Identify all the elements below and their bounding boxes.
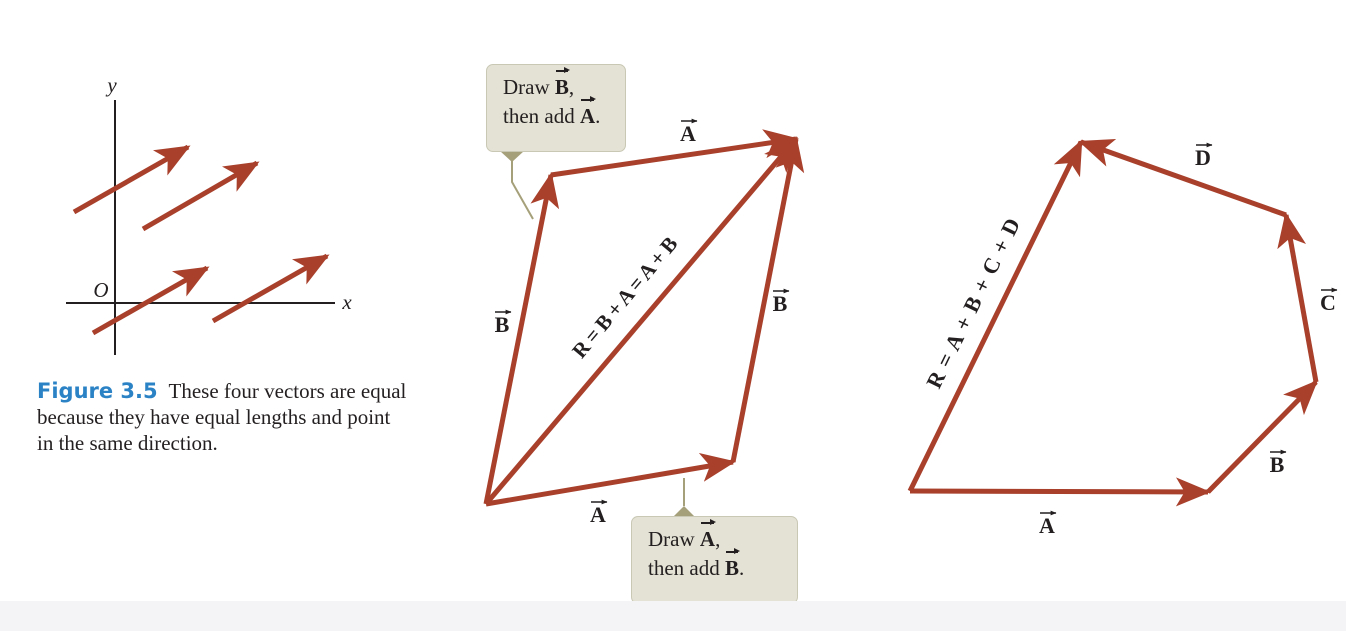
callout-2-punct: ,: [715, 527, 721, 551]
vector-A-bottom: [485, 453, 736, 507]
callout-2-punct-2: .: [739, 556, 745, 580]
callout-1-text: Draw: [503, 75, 555, 99]
vector-B-right: [730, 136, 805, 463]
equal-vector-2: [141, 160, 260, 232]
callout-2-vector: A: [700, 519, 717, 554]
callout-draw-A-then-B: Draw A, then add B.: [631, 516, 798, 604]
callout-2-tab: [672, 506, 696, 518]
label-vector-A: A: [1039, 513, 1055, 538]
vector-B: [1206, 379, 1319, 494]
figure-caption: Figure 3.5 These four vectors are equal …: [37, 378, 407, 456]
label-A-bottom: A: [590, 502, 606, 527]
polygon-vectors: [907, 139, 1319, 507]
callout-2-text: Draw: [648, 527, 700, 551]
vector-A: [909, 477, 1211, 507]
callout-1-vector: B: [555, 67, 570, 102]
label-B-left: B: [495, 312, 510, 337]
label-B-right: B: [773, 291, 788, 316]
resultant-R: [907, 139, 1084, 493]
label-vector-D: D: [1195, 145, 1211, 170]
coordinate-axes: y x O: [66, 73, 352, 355]
callout-2-text-2: then add: [648, 556, 725, 580]
callout-1-pointer: [511, 158, 534, 220]
origin-label: O: [93, 278, 108, 302]
callout-1-line-2: then add A.: [503, 96, 611, 131]
callout-1-tab: [500, 151, 524, 162]
callout-1-line-1: Draw B,: [503, 67, 611, 102]
vector-D: [1078, 139, 1287, 218]
vector-B-left: [483, 172, 560, 505]
callout-1-punct-2: .: [595, 104, 601, 128]
callout-1-punct: ,: [568, 75, 575, 99]
resultant-diagonal: [484, 136, 798, 506]
parallelogram-vectors: [483, 129, 805, 507]
equal-vector-3: [91, 265, 210, 336]
bottom-strip: [0, 601, 1346, 631]
equal-vector-1: [72, 144, 191, 215]
label-A-top: A: [680, 121, 696, 146]
callout-2-vector-2: B: [725, 548, 741, 583]
figure-label: Figure 3.5: [37, 379, 158, 403]
y-axis-label: y: [105, 73, 117, 97]
callout-1-text-2: then add: [503, 104, 580, 128]
equal-vectors: [72, 144, 330, 336]
callout-draw-B-then-A: Draw B, then add A.: [486, 64, 626, 152]
callout-2-line-1: Draw A,: [648, 519, 783, 554]
callout-1-vector-2: A: [580, 96, 597, 131]
x-axis-label: x: [341, 290, 352, 314]
label-vector-B: B: [1270, 452, 1285, 477]
label-vector-C: C: [1320, 290, 1336, 315]
vector-C: [1277, 212, 1319, 383]
vector-A-top: [550, 129, 799, 178]
figure-caption-text: These four vectors are equal because the…: [37, 379, 407, 455]
equal-vector-4: [211, 253, 330, 324]
callout-2-line-2: then add B.: [648, 548, 783, 583]
callout-pointers: [500, 151, 696, 518]
